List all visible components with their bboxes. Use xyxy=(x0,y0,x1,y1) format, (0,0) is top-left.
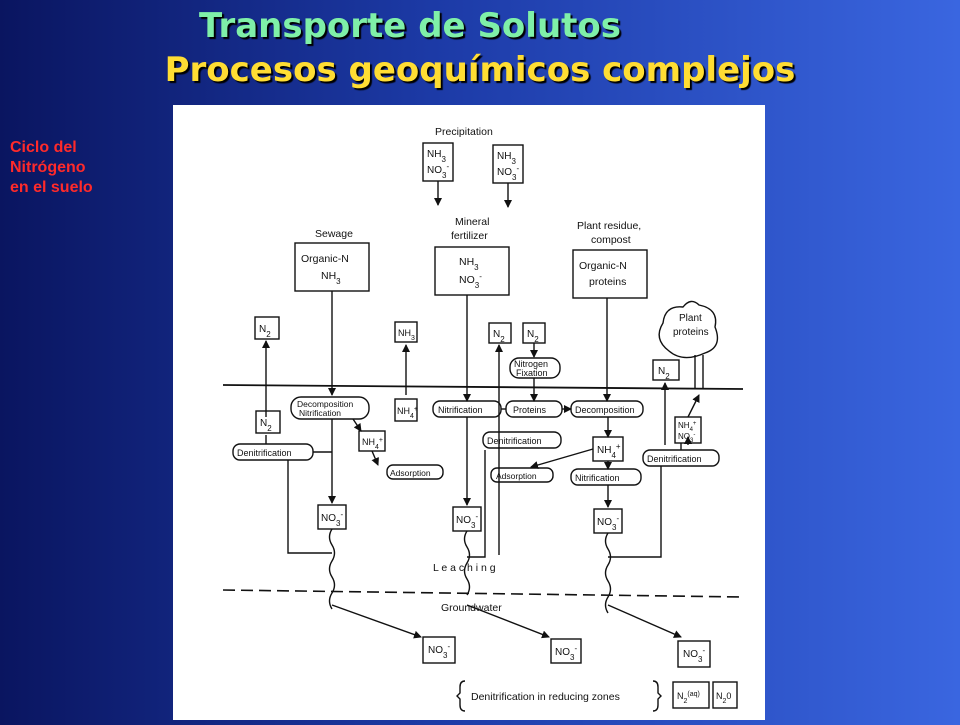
fixation-label: Fixation xyxy=(516,368,548,378)
decomposition-label-right: Decomposition xyxy=(575,405,635,415)
n2-box-right xyxy=(652,359,680,381)
svg-text:NO3-: NO3- xyxy=(428,642,450,660)
proteins-tree-label: proteins xyxy=(673,327,709,338)
no3-gw-box-1 xyxy=(422,636,456,664)
svg-text:NH3: NH3 xyxy=(398,328,415,342)
slide-title: Transporte de Solutos xyxy=(198,6,621,46)
nitrification-label-right: Nitrification xyxy=(575,473,620,483)
ground-surface-line xyxy=(222,384,744,390)
n2-box-mid-left xyxy=(255,410,281,434)
denitrification-reducing-label: Denitrification in reducing zones xyxy=(471,691,620,703)
svg-text:NO3-: NO3- xyxy=(459,272,482,290)
no3-gw-box-2 xyxy=(550,638,582,664)
leach-wave-mid xyxy=(463,530,471,596)
denitrification-label-mid: Denitrification xyxy=(487,436,542,446)
nitrogen-cycle-diagram: Precipitation NH3 NO3- NH3 NO3- Sewage O… xyxy=(173,105,765,720)
n2-box-left xyxy=(254,316,280,340)
sewage-label: Sewage xyxy=(315,228,353,240)
svg-text:NH3: NH3 xyxy=(459,256,479,272)
svg-text:N2(aq): N2(aq) xyxy=(677,691,700,705)
mineral-label: Mineral xyxy=(455,216,489,228)
leaching-label: L e a c h i n g xyxy=(433,562,496,574)
nitrogen-fixation-box xyxy=(509,357,561,379)
svg-text:N2: N2 xyxy=(527,329,539,344)
fertilizer-label: fertilizer xyxy=(451,230,488,242)
svg-text:N2: N2 xyxy=(493,329,505,344)
nitrogen-cycle-svg: Precipitation NH3 NO3- NH3 NO3- Sewage O… xyxy=(222,126,744,712)
adsorption-box-right xyxy=(490,467,554,483)
svg-text:NH4+: NH4+ xyxy=(597,442,621,460)
plant-label: Plant xyxy=(679,313,702,324)
svg-text:N2: N2 xyxy=(658,366,670,381)
svg-text:NO3-: NO3- xyxy=(497,164,519,182)
no3-gw-box-3 xyxy=(677,640,711,668)
decomposition-label-left: Decomposition xyxy=(297,399,353,409)
nitrification-label-left: Nitrification xyxy=(299,408,341,418)
nitrification-label-mid: Nitrification xyxy=(438,405,483,415)
nh4-box-left xyxy=(394,398,418,422)
svg-text:NO3-: NO3- xyxy=(555,644,577,662)
compost-label: compost xyxy=(591,234,631,246)
side-caption-line-1: Ciclo del xyxy=(10,139,77,156)
svg-text:NO3-: NO3- xyxy=(683,646,705,664)
denitrification-label-right: Denitrification xyxy=(647,454,702,464)
svg-text:N20: N20 xyxy=(716,691,731,705)
n2aq-box xyxy=(672,681,710,709)
sewage-box xyxy=(294,242,370,292)
denitrif-box-mid xyxy=(482,431,562,449)
right-brace xyxy=(652,680,662,712)
plant-residue-label: Plant residue, xyxy=(577,220,641,232)
svg-text:NH4+: NH4+ xyxy=(397,406,418,420)
side-caption-line-3: en el suelo xyxy=(10,179,93,196)
leach-wave-right xyxy=(604,532,612,614)
denitrification-label-left: Denitrification xyxy=(237,448,292,458)
leach-wave-left xyxy=(328,528,336,610)
svg-text:NH4+: NH4+ xyxy=(362,437,383,451)
svg-text:NH3: NH3 xyxy=(497,151,516,166)
proteins-lc-label: proteins xyxy=(589,276,626,288)
svg-text:NH3: NH3 xyxy=(427,149,446,164)
svg-text:NH3: NH3 xyxy=(321,270,341,286)
adsorption-label-right: Adsorption xyxy=(496,471,537,481)
residue-box xyxy=(572,249,648,299)
decomp-nitrif-box xyxy=(290,396,370,420)
adsorption-box-left xyxy=(386,464,444,480)
side-caption-line-2: Nitrógeno xyxy=(10,159,86,176)
nitrification-box-right xyxy=(570,468,642,486)
slide-subtitle: Procesos geoquímicos complejos xyxy=(164,50,796,90)
fertilizer-box xyxy=(434,246,510,296)
n2o-box xyxy=(712,681,738,709)
svg-text:N2: N2 xyxy=(259,324,271,339)
precipitation-label: Precipitation xyxy=(435,126,493,138)
organic-n-label-residue: Organic-N xyxy=(579,260,627,272)
tree-canopy xyxy=(658,300,719,359)
svg-text:N2: N2 xyxy=(260,418,272,433)
svg-text:NO3-: NO3- xyxy=(678,432,695,444)
adsorption-label-left: Adsorption xyxy=(390,468,431,478)
nitrogen-label: Nitrogen xyxy=(514,359,548,369)
side-caption: Ciclo del Nitrógeno en el suelo xyxy=(10,138,140,198)
water-table-line xyxy=(222,589,744,598)
proteins-label: Proteins xyxy=(513,405,547,415)
left-brace xyxy=(456,680,466,712)
svg-text:NO3-: NO3- xyxy=(456,512,478,530)
n2-box-fert-1 xyxy=(488,322,512,344)
svg-text:NO3-: NO3- xyxy=(427,162,449,180)
groundwater-label: Groundwater xyxy=(441,602,502,614)
svg-text:NO3-: NO3- xyxy=(597,514,619,532)
organic-n-label-sewage: Organic-N xyxy=(301,253,349,265)
nh3-box xyxy=(394,321,418,343)
svg-text:NO3-: NO3- xyxy=(321,510,343,528)
